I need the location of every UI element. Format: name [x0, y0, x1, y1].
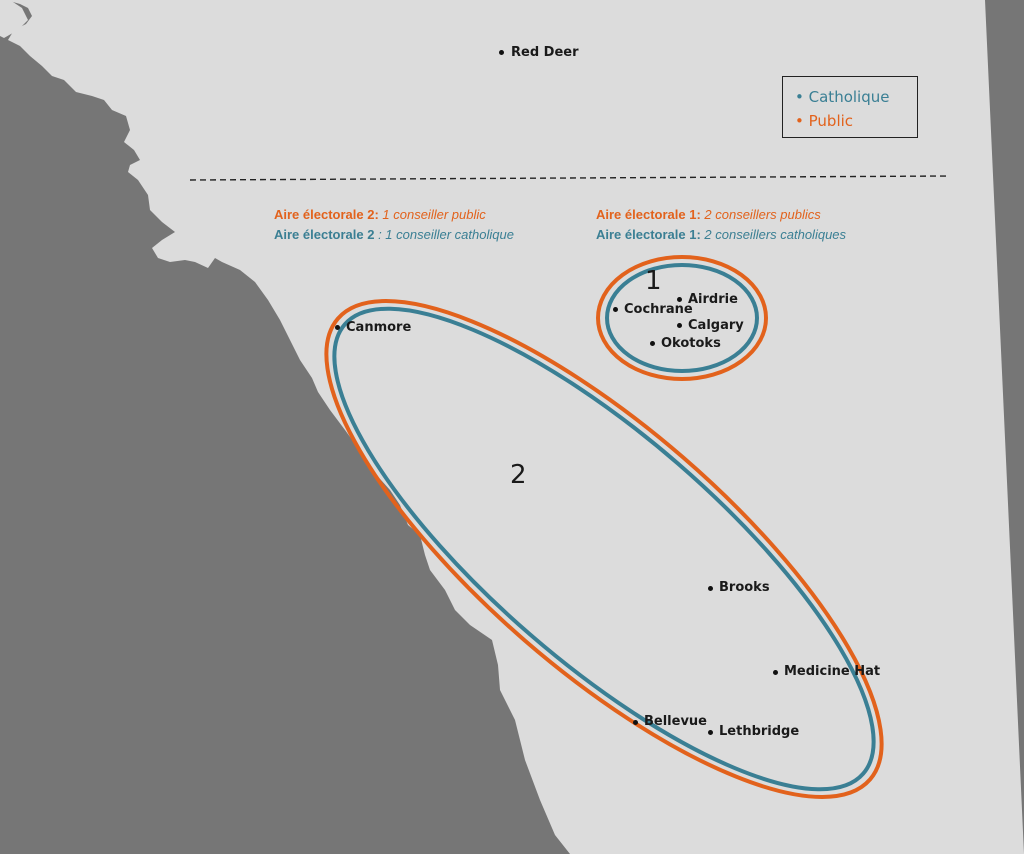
city-brooks: Brooks	[719, 580, 770, 595]
brooks-dot-icon	[708, 586, 713, 591]
city-bellevue: Bellevue	[644, 714, 708, 729]
zone2-catholic-detail: : 1 conseiller catholique	[374, 227, 514, 242]
zone2-catholic-title: Aire électorale 2	[274, 227, 375, 242]
legend-catholic-label: Catholique	[808, 88, 890, 106]
city-okotoks: Okotoks	[661, 336, 721, 351]
zone2-public-ellipse	[324, 299, 884, 799]
red-deer-dot-icon	[499, 50, 504, 55]
legend-catholic: • Catholique	[795, 85, 917, 109]
zone1-public-annotation: Aire électorale 1: 2 conseillers publics	[596, 207, 821, 222]
calgary-dot-icon	[677, 323, 682, 328]
zone1-catholic-annotation: Aire électorale 1: 2 conseillers catholi…	[596, 227, 846, 242]
city-calgary: Calgary	[688, 318, 744, 333]
okotoks-dot-icon	[650, 341, 655, 346]
city-red-deer: Red Deer	[511, 45, 579, 60]
land-corner	[0, 0, 28, 38]
city-canmore: Canmore	[346, 320, 412, 335]
zone2-number: 2	[510, 460, 527, 490]
canmore-dot-icon	[335, 325, 340, 330]
zone2-public-annotation: Aire électorale 2: 1 conseiller public	[274, 207, 486, 222]
medicine-hat-dot-icon	[773, 670, 778, 675]
zone1-public-detail: 2 conseillers publics	[700, 207, 821, 222]
zone2-catholic-ellipse	[332, 306, 876, 792]
zone1-catholic-detail: 2 conseillers catholiques	[700, 227, 847, 242]
zone2-public-detail: 1 conseiller public	[378, 207, 486, 222]
catholic-dot-icon: •	[795, 88, 804, 106]
city-lethbridge: Lethbridge	[719, 724, 800, 739]
city-cochrane: Cochrane	[624, 302, 693, 317]
cochrane-dot-icon	[613, 307, 618, 312]
zone1-public-title: Aire électorale 1:	[596, 207, 701, 222]
public-dot-icon: •	[795, 112, 804, 130]
legend-box: • Catholique • Public	[782, 76, 918, 138]
zone1-catholic-ellipse	[605, 263, 759, 373]
zone1-public-ellipse	[596, 255, 768, 381]
zone1-catholic-title: Aire électorale 1:	[596, 227, 701, 242]
airdrie-dot-icon	[677, 297, 682, 302]
region-boundary-dashed	[189, 175, 951, 181]
city-airdrie: Airdrie	[688, 292, 738, 307]
zone2-public-title: Aire électorale 2:	[274, 207, 379, 222]
city-medicine-hat: Medicine Hat	[784, 664, 881, 679]
lethbridge-dot-icon	[708, 730, 713, 735]
legend-public: • Public	[795, 109, 917, 133]
zone2-catholic-annotation: Aire électorale 2 : 1 conseiller catholi…	[274, 227, 514, 242]
land-region	[6, 0, 1024, 854]
zone1-number: 1	[645, 266, 662, 296]
legend-public-label: Public	[808, 112, 854, 130]
bellevue-dot-icon	[633, 720, 638, 725]
